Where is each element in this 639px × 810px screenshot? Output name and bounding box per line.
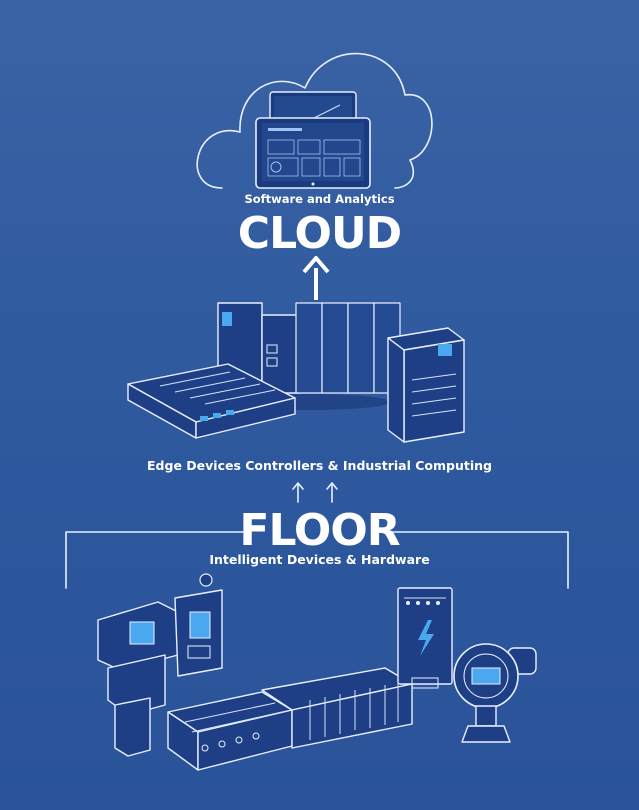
cloud-title: CLOUD — [237, 208, 402, 259]
dashboard-screen-icon — [255, 91, 371, 189]
filter-regulator-icon — [97, 573, 223, 757]
valve-manifold-icon — [167, 667, 413, 771]
floor-title: FLOOR — [239, 505, 400, 556]
edge-gateway-icon — [127, 363, 296, 439]
power-supply-icon — [397, 587, 453, 689]
floor-caption: Intelligent Devices & Hardware — [209, 552, 430, 567]
up-arrow-icon — [302, 256, 330, 300]
cloud-icon — [196, 52, 433, 189]
edge-caption: Edge Devices Controllers & Industrial Co… — [147, 458, 492, 473]
up-arrow-icon — [292, 482, 338, 503]
floor-bracket — [65, 531, 569, 589]
pressure-transmitter-icon — [453, 643, 537, 743]
cloud-caption: Software and Analytics — [244, 192, 395, 206]
industrial-pc-icon — [387, 327, 465, 443]
